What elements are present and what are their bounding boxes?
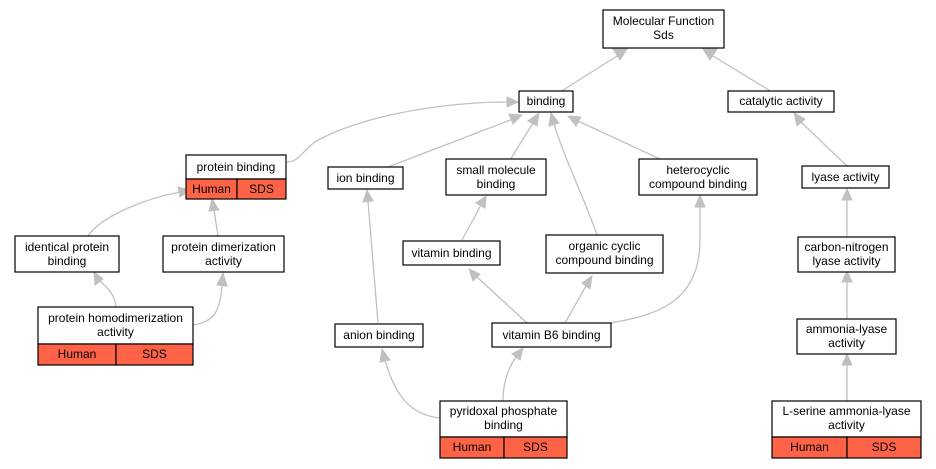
- edge-protein-binding-to-binding: [286, 96, 520, 163]
- node-ammonia-lyase-activity[interactable]: ammonia-lyase activity: [796, 318, 897, 355]
- node-label: lyase activity: [811, 170, 879, 184]
- node-label: lyase activity: [812, 254, 880, 268]
- node-label: identical protein: [25, 240, 109, 254]
- edge-vb6-to-organic-cyclic: [564, 274, 593, 324]
- node-label: activity: [828, 418, 865, 432]
- edge-organic-cyclic-to-binding: [548, 111, 598, 236]
- edge-lyase-to-catalytic: [793, 112, 848, 167]
- node-label: binding: [477, 177, 516, 191]
- edge-binding-to-molecular-function: [559, 48, 628, 93]
- node-label: protein homodimerization: [48, 311, 183, 325]
- node-anion-binding[interactable]: anion binding: [334, 323, 424, 348]
- node-protein-homodimerization-activity[interactable]: protein homodimerization activity Human …: [37, 306, 194, 366]
- edge-ammonia-lyase-to-carbon-nitrogen: [841, 269, 853, 320]
- node-heterocyclic-compound-binding[interactable]: heterocyclic compound binding: [638, 158, 758, 196]
- node-label: compound binding: [649, 177, 747, 191]
- node-label: vitamin B6 binding: [502, 328, 600, 342]
- node-label: Sds: [653, 28, 674, 42]
- node-catalytic-activity[interactable]: catalytic activity: [727, 90, 835, 113]
- node-label: catalytic activity: [739, 94, 822, 108]
- node-label: L-serine ammonia-lyase: [782, 404, 910, 418]
- annotation-tag-human: Human: [58, 347, 97, 361]
- node-label: small molecule: [456, 163, 536, 177]
- node-l-serine-ammonia-lyase-activity[interactable]: L-serine ammonia-lyase activity Human SD…: [771, 400, 922, 459]
- node-ion-binding[interactable]: ion binding: [327, 166, 404, 190]
- node-label: Molecular Function: [613, 14, 714, 28]
- node-label: compound binding: [555, 253, 653, 267]
- edge-identical-protein-to-protein-binding: [87, 186, 192, 237]
- edge-heterocyclic-to-binding: [566, 115, 661, 160]
- edge-catalytic-to-molecular-function: [702, 48, 773, 93]
- node-label: ion binding: [336, 171, 394, 185]
- edge-vb6-to-heterocyclic: [609, 193, 706, 324]
- node-label: binding: [48, 254, 87, 268]
- edge-lserine-to-ammonia-lyase: [841, 352, 853, 401]
- annotation-tag-sds: SDS: [523, 440, 548, 454]
- node-vitamin-binding[interactable]: vitamin binding: [402, 240, 501, 266]
- node-protein-binding[interactable]: protein binding Human SDS: [185, 154, 287, 200]
- edge-carbon-nitrogen-to-lyase: [841, 187, 853, 237]
- node-pyridoxal-phosphate-binding[interactable]: pyridoxal phosphate binding Human SDS: [439, 400, 568, 459]
- annotation-tag-human: Human: [192, 182, 231, 196]
- node-label: binding: [484, 418, 523, 432]
- annotation-tag-sds: SDS: [249, 182, 274, 196]
- edge-vb6-to-vitamin: [468, 268, 528, 324]
- edge-vitamin-to-small-molecule: [461, 194, 487, 241]
- node-label: heterocyclic: [666, 163, 729, 177]
- edge-anion-to-ion-binding: [362, 188, 379, 324]
- edge-homodimerization-to-identical-protein: [93, 270, 117, 308]
- node-label: anion binding: [343, 328, 414, 342]
- annotation-tag-human: Human: [453, 440, 492, 454]
- edge-homodimerization-to-dimerization: [192, 271, 228, 326]
- node-lyase-activity[interactable]: lyase activity: [801, 165, 890, 189]
- node-binding[interactable]: binding: [518, 90, 574, 113]
- node-label: activity: [97, 325, 134, 339]
- edge-pyridoxal-to-vb6: [502, 347, 524, 402]
- node-organic-cyclic-compound-binding[interactable]: organic cyclic compound binding: [545, 234, 664, 274]
- node-carbon-nitrogen-lyase-activity[interactable]: carbon-nitrogen lyase activity: [797, 236, 896, 273]
- annotation-tag-sds: SDS: [872, 440, 897, 454]
- edge-small-molecule-to-binding: [509, 111, 540, 161]
- node-molecular-function[interactable]: Molecular Function Sds: [602, 9, 725, 49]
- edge-pyridoxal-to-anion: [379, 347, 441, 419]
- node-label: activity: [205, 254, 242, 268]
- edge-dimerization-to-protein-binding: [208, 197, 220, 237]
- node-protein-dimerization-activity[interactable]: protein dimerization activity: [162, 235, 285, 273]
- edge-ion-binding-to-binding: [387, 113, 524, 168]
- node-vitamin-b6-binding[interactable]: vitamin B6 binding: [491, 322, 612, 348]
- node-label: pyridoxal phosphate: [450, 404, 558, 418]
- annotation-tag-human: Human: [790, 440, 829, 454]
- node-label: carbon-nitrogen: [804, 240, 888, 254]
- node-identical-protein-binding[interactable]: identical protein binding: [14, 235, 120, 273]
- node-label: ammonia-lyase: [806, 322, 888, 336]
- node-label: binding: [527, 94, 566, 108]
- annotation-tag-sds: SDS: [142, 347, 167, 361]
- node-label: vitamin binding: [411, 246, 491, 260]
- node-label: organic cyclic: [568, 239, 640, 253]
- node-label: protein dimerization: [171, 240, 276, 254]
- node-small-molecule-binding[interactable]: small molecule binding: [445, 158, 547, 196]
- node-label: activity: [828, 336, 865, 350]
- node-label: protein binding: [197, 160, 276, 174]
